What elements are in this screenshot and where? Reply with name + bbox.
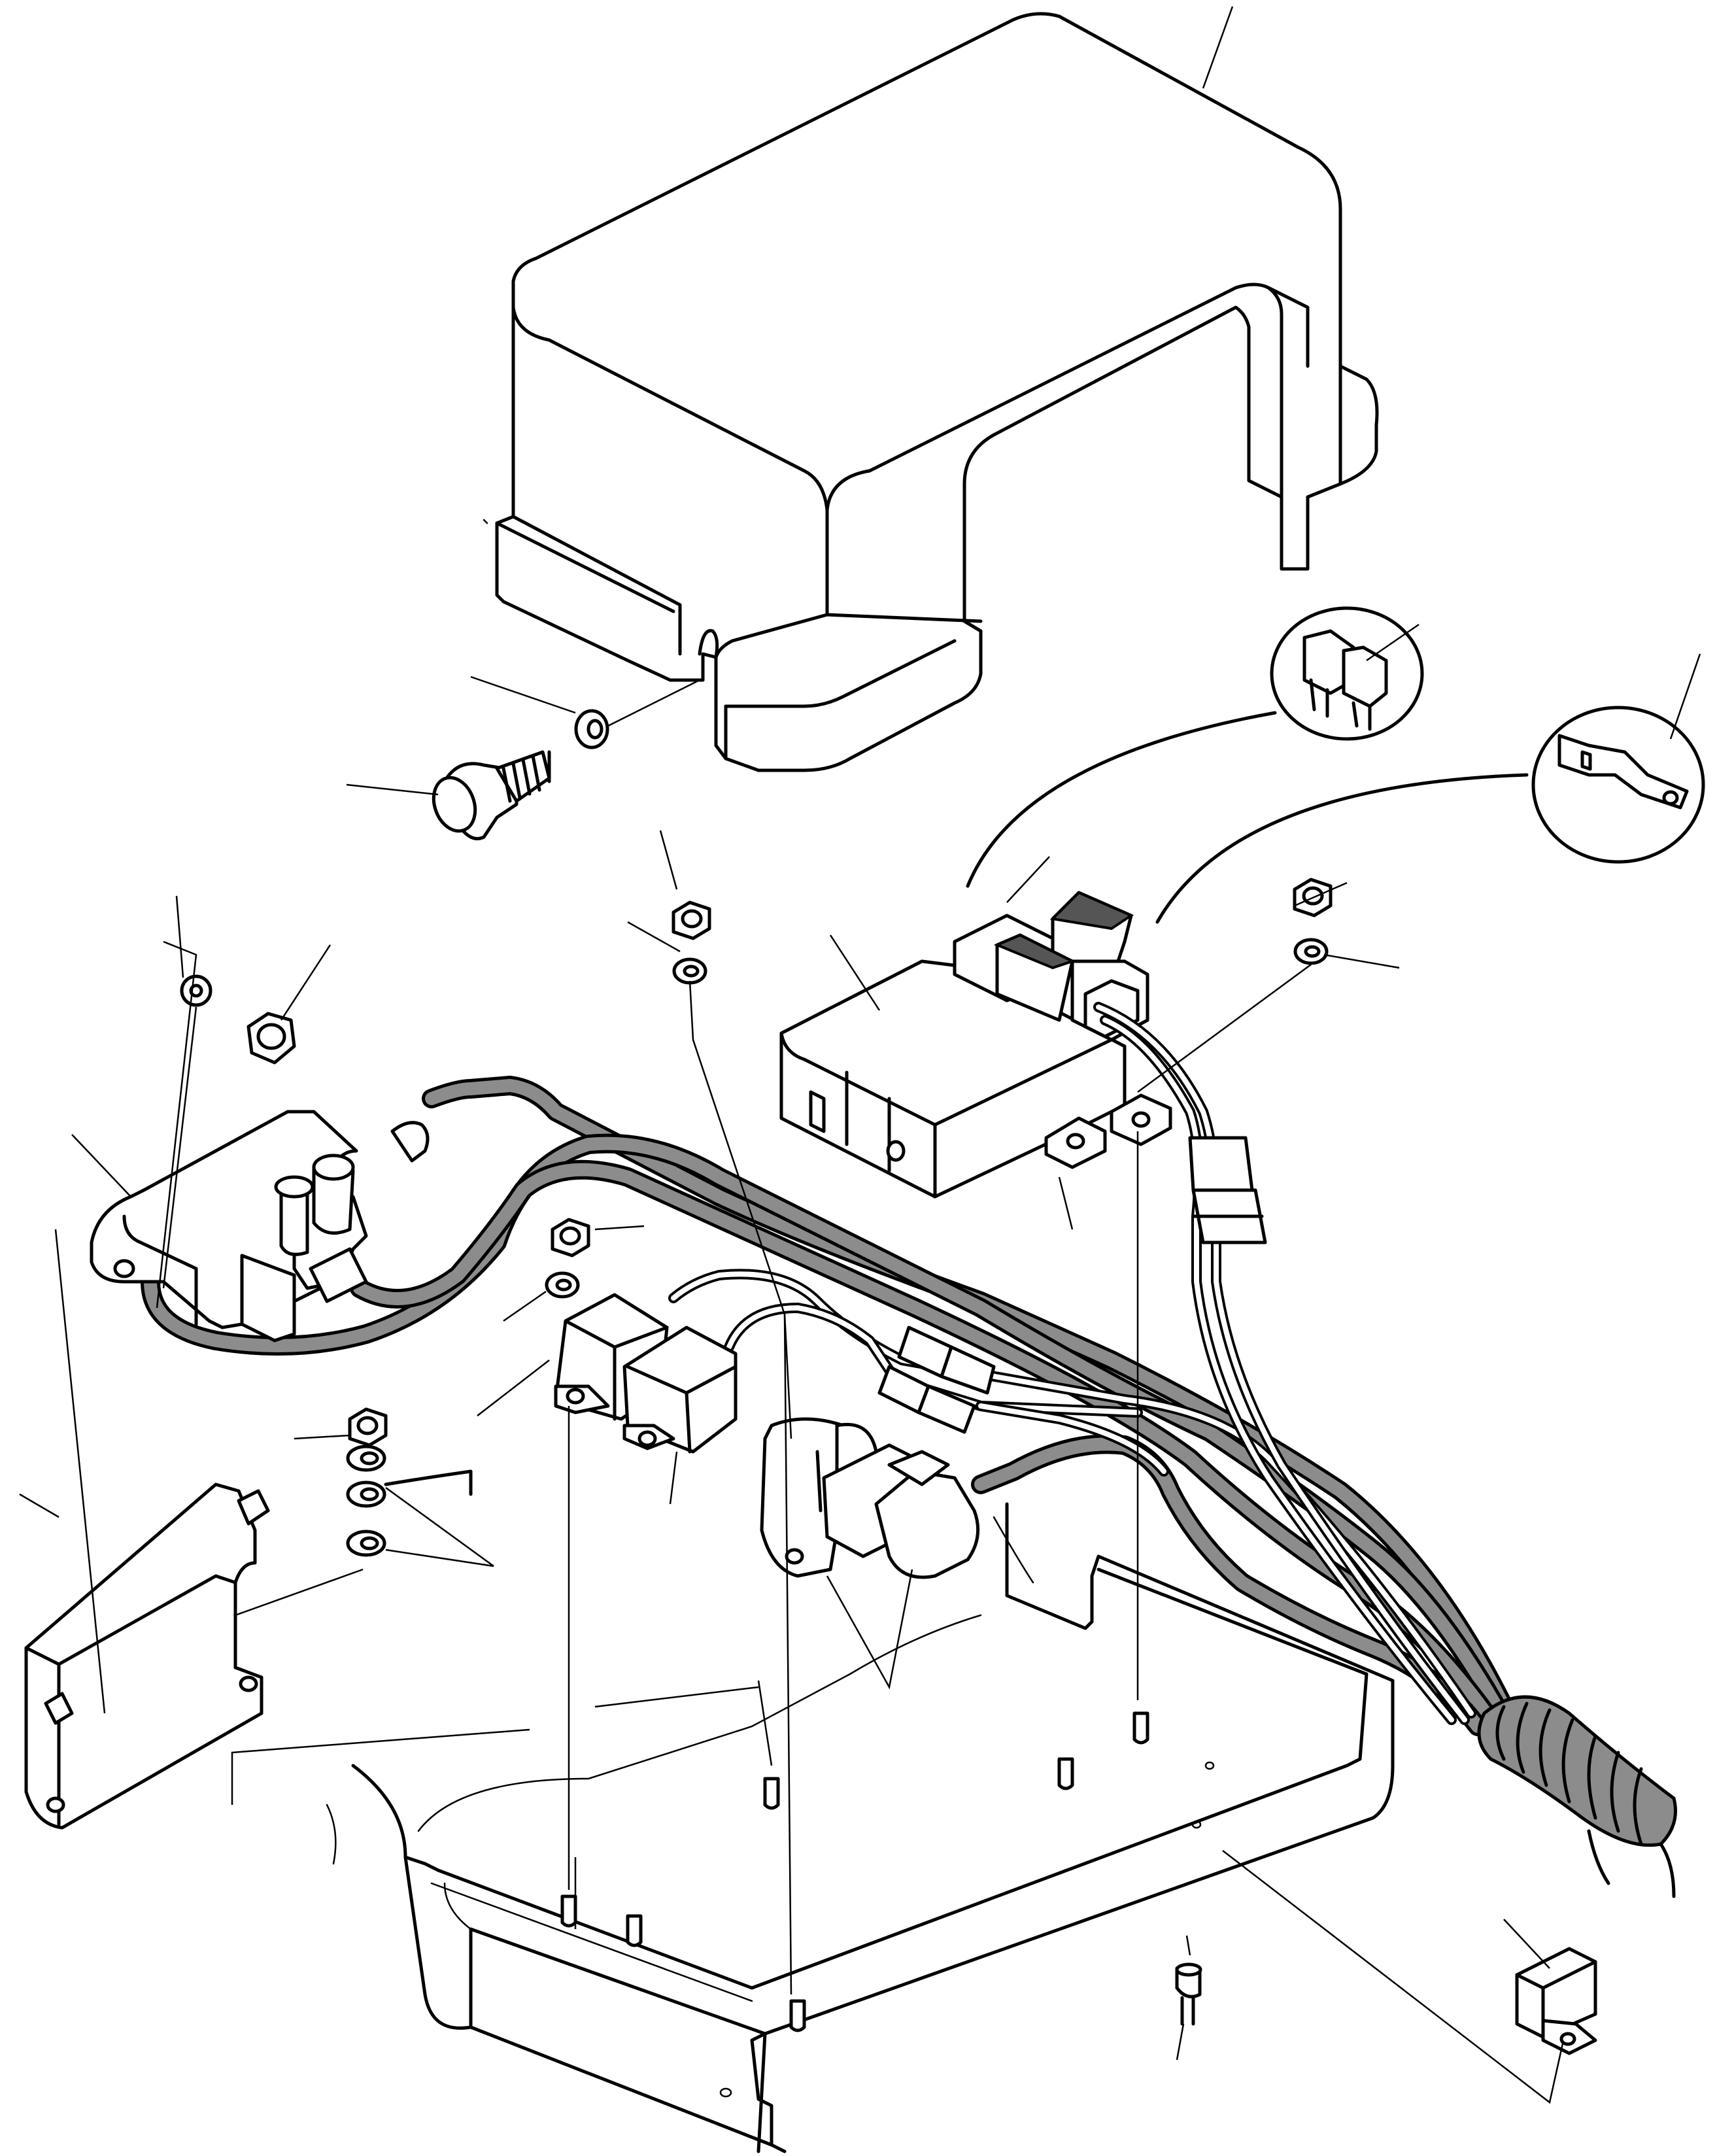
washer-icon: [574, 709, 609, 749]
washer-icon: [672, 957, 707, 985]
connector-icon: [760, 1417, 980, 1579]
nut-icon: [551, 1218, 590, 1258]
nut-icon: [672, 900, 711, 940]
leader-lines: [19, 6, 1701, 2104]
washer-icon: [545, 1271, 580, 1299]
fuse-icon: [1270, 606, 1424, 741]
clip-icon: [1515, 1947, 1597, 2055]
washer-icon: [1293, 938, 1329, 965]
washer-icon: [346, 1445, 386, 1557]
cover-icon: [483, 12, 1379, 772]
screw-icon: [1175, 1962, 1202, 2026]
bracket-icon: [24, 1482, 270, 1830]
fuse-box-icon: [779, 891, 1172, 1199]
nut-icon: [246, 1012, 296, 1065]
wire-harness-icon: [141, 1002, 1520, 1736]
relay-icon: [622, 1326, 738, 1454]
solenoid-icon: [90, 1110, 430, 1343]
conduit-icon: [1477, 1695, 1677, 1898]
tray-icon: [326, 1502, 1395, 2153]
washer-icon: [180, 974, 212, 1007]
nut-icon: [348, 1407, 388, 1447]
knob-icon: [432, 750, 551, 840]
fuse-link-icon: [1531, 706, 1705, 864]
